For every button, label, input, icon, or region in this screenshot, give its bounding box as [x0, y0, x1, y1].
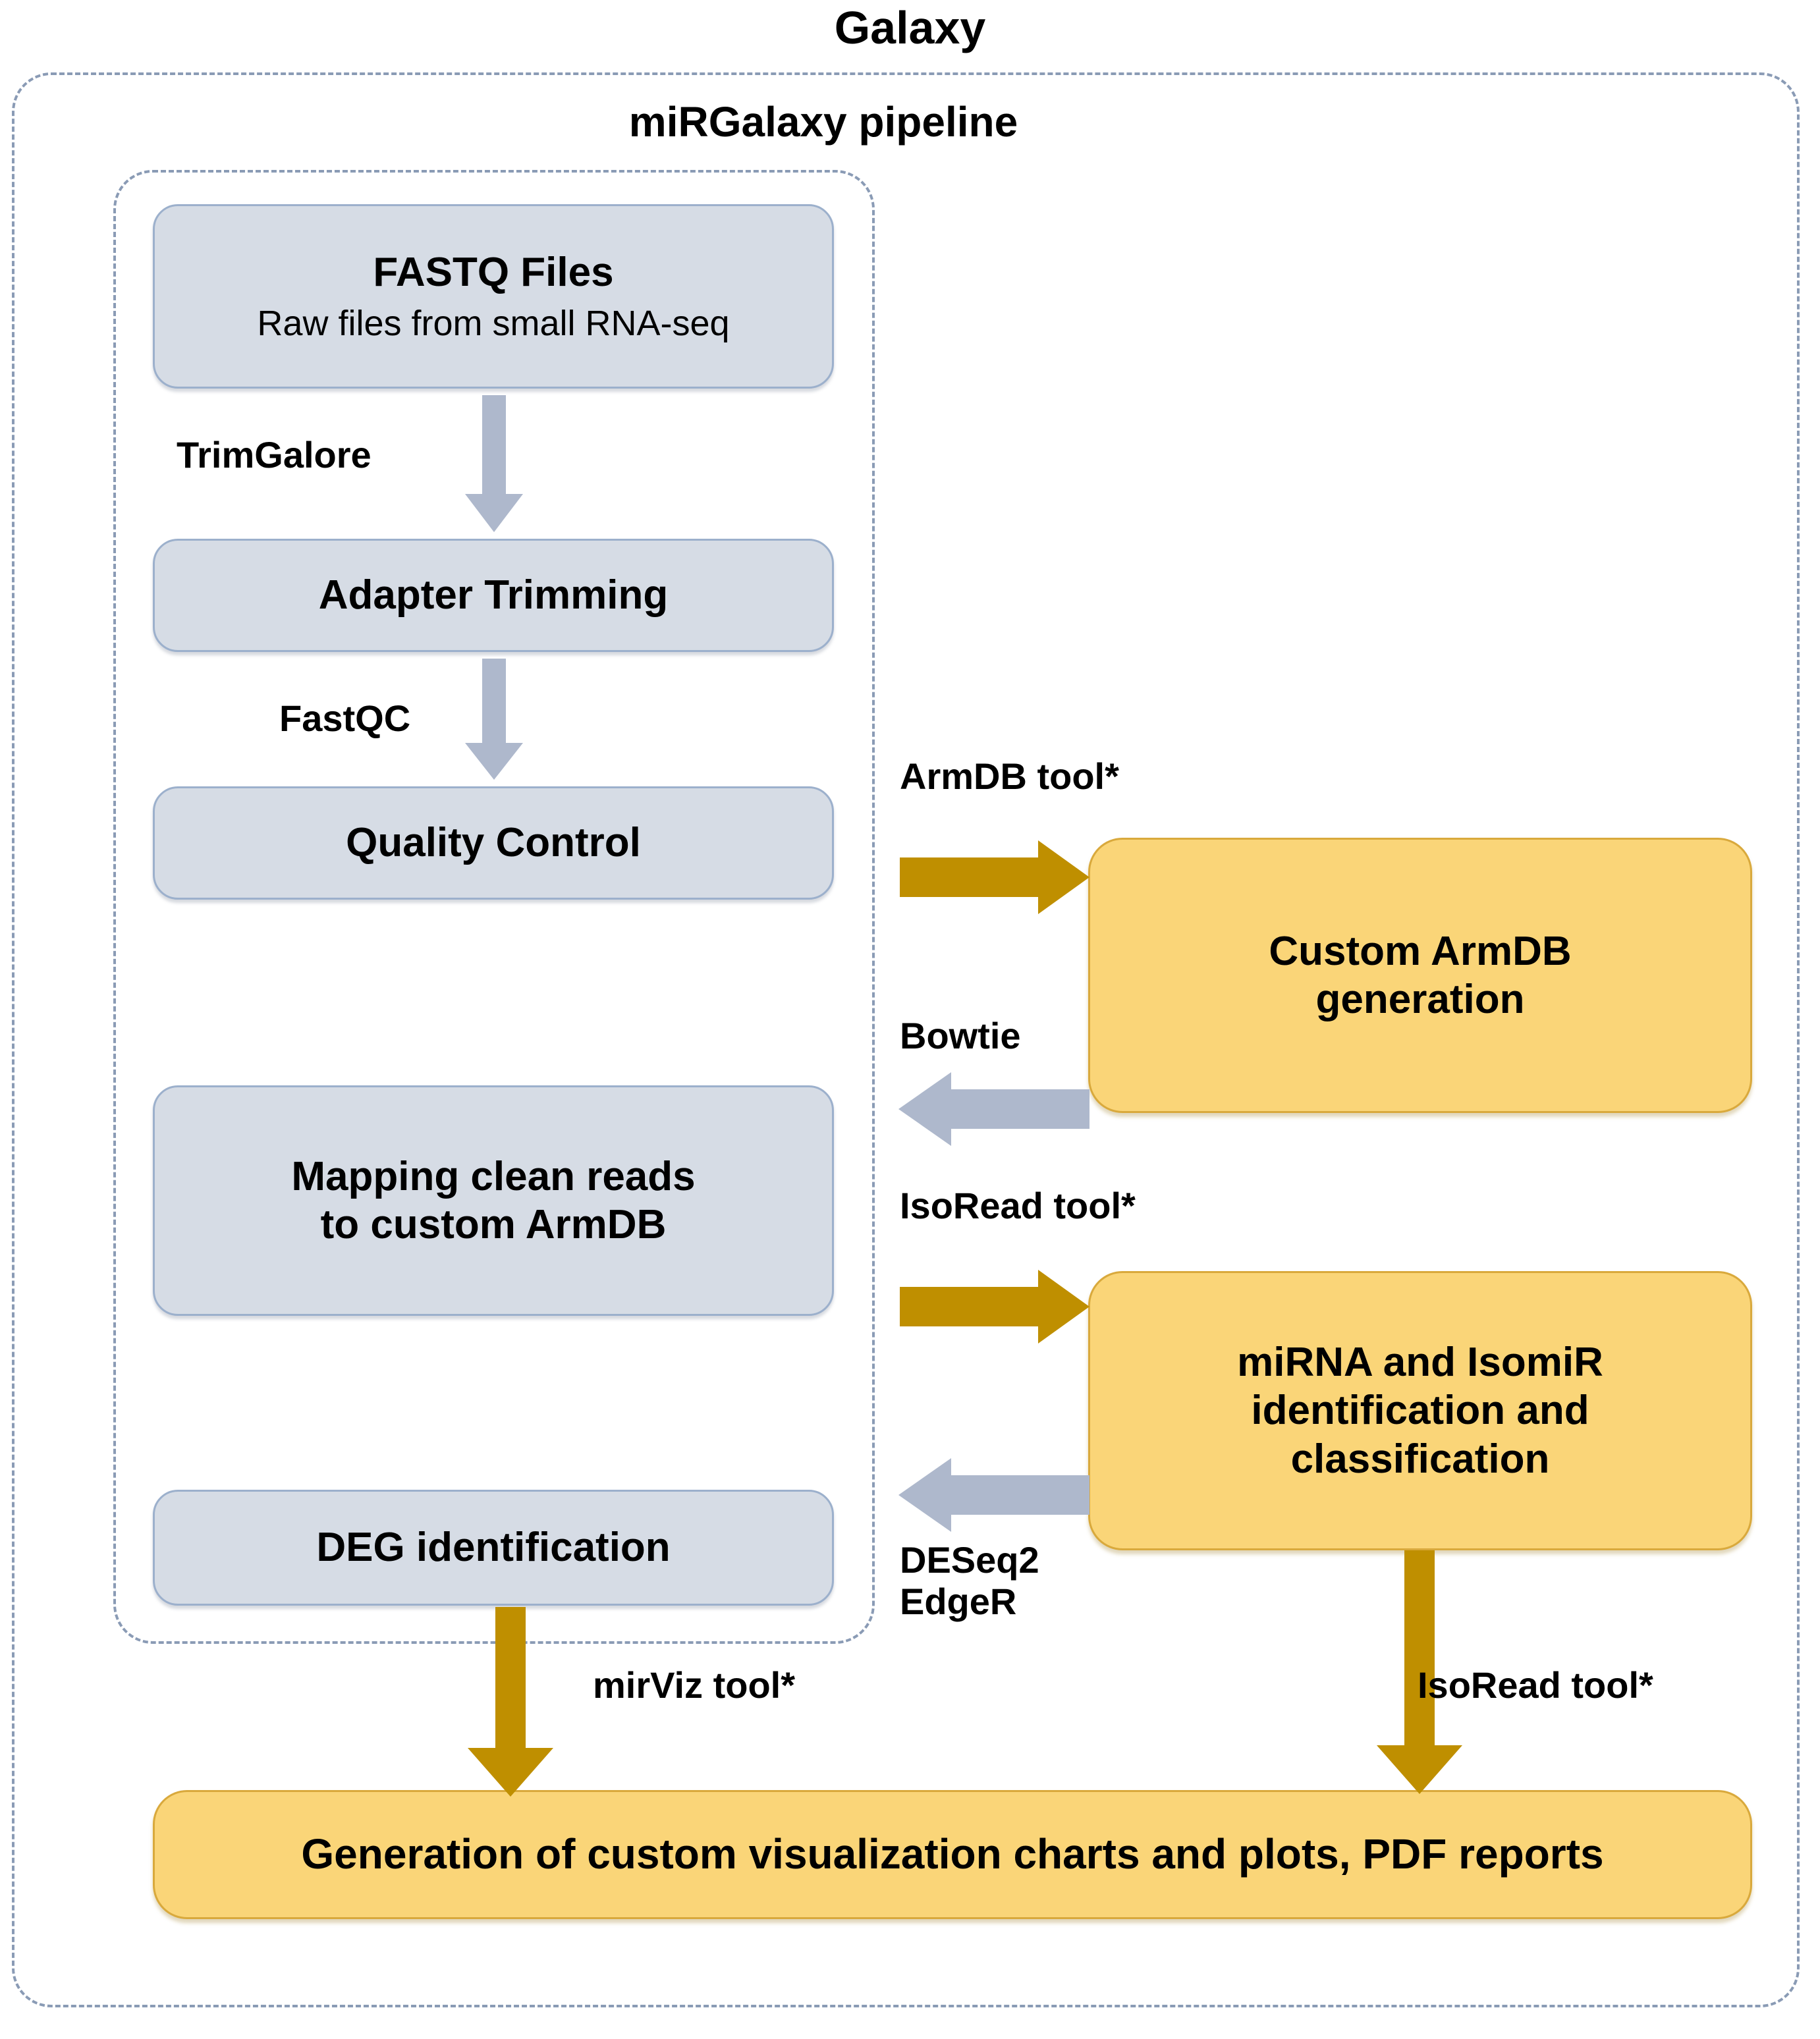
node-mapping-line-1: Mapping clean reads — [291, 1153, 696, 1199]
node-fastq-files-title: FASTQ Files — [373, 249, 614, 295]
node-fastq-files[interactable]: FASTQ Files Raw files from small RNA-seq — [153, 204, 834, 389]
node-mapping-line-2: to custom ArmDB — [320, 1202, 667, 1247]
edge-label-mirviz-tool: mirViz tool* — [593, 1664, 796, 1706]
arrow-adapter-to-quality — [461, 659, 527, 781]
node-custom-armdb-generation[interactable]: Custom ArmDB generation — [1088, 838, 1752, 1113]
arrow-quality-to-armdb — [900, 838, 1091, 917]
arrow-armdb-to-mapping — [897, 1071, 1089, 1147]
node-armdb-line-1: Custom ArmDB — [1269, 928, 1572, 974]
node-armdb-line-2: generation — [1315, 977, 1525, 1022]
mirgalaxy-pipeline-title: miRGalaxy pipeline — [628, 98, 1018, 146]
edge-label-trimgalore: TrimGalore — [177, 434, 372, 476]
node-deg-identification[interactable]: DEG identification — [153, 1490, 834, 1606]
arrow-deg-to-output — [461, 1607, 560, 1798]
node-visualization-output-label: Generation of custom visualization chart… — [301, 1830, 1604, 1878]
node-mapping-clean-reads[interactable]: Mapping clean reads to custom ArmDB — [153, 1085, 834, 1316]
edge-label-fastqc: FastQC — [279, 697, 411, 739]
arrow-isomir-to-output — [1370, 1550, 1469, 1795]
edge-label-deseq2-edger: DESeq2 EdgeR — [900, 1539, 1039, 1622]
node-fastq-files-subtitle: Raw files from small RNA-seq — [257, 303, 730, 343]
node-adapter-trimming-label: Adapter Trimming — [318, 572, 669, 618]
node-mirna-isomir-identification[interactable]: miRNA and IsomiR identification and clas… — [1088, 1271, 1752, 1550]
edge-label-armdb-tool: ArmDB tool* — [900, 755, 1119, 797]
arrow-fastq-to-adapter — [461, 395, 527, 533]
arrow-mapping-to-isomir — [900, 1267, 1091, 1346]
node-isomir-line-1: miRNA and IsomiR — [1237, 1340, 1603, 1386]
node-isomir-line-3: classification — [1290, 1436, 1550, 1482]
arrow-isomir-to-deg — [897, 1457, 1089, 1533]
node-isomir-line-2: identification and — [1251, 1388, 1589, 1434]
mirgalaxy-pipeline-container — [113, 170, 875, 1644]
galaxy-container — [12, 72, 1800, 2007]
node-adapter-trimming[interactable]: Adapter Trimming — [153, 539, 834, 652]
node-visualization-output[interactable]: Generation of custom visualization chart… — [153, 1790, 1752, 1919]
node-quality-control-label: Quality Control — [346, 820, 641, 866]
edge-label-isoread-tool-upper: IsoRead tool* — [900, 1185, 1136, 1226]
galaxy-title: Galaxy — [834, 2, 986, 53]
node-deg-identification-label: DEG identification — [316, 1525, 671, 1571]
node-quality-control[interactable]: Quality Control — [153, 786, 834, 900]
edge-label-isoread-tool-lower: IsoRead tool* — [1418, 1664, 1653, 1706]
edge-label-bowtie: Bowtie — [900, 1015, 1021, 1056]
edge-label-edger: EdgeR — [900, 1580, 1017, 1622]
edge-label-deseq2: DESeq2 — [900, 1539, 1039, 1581]
